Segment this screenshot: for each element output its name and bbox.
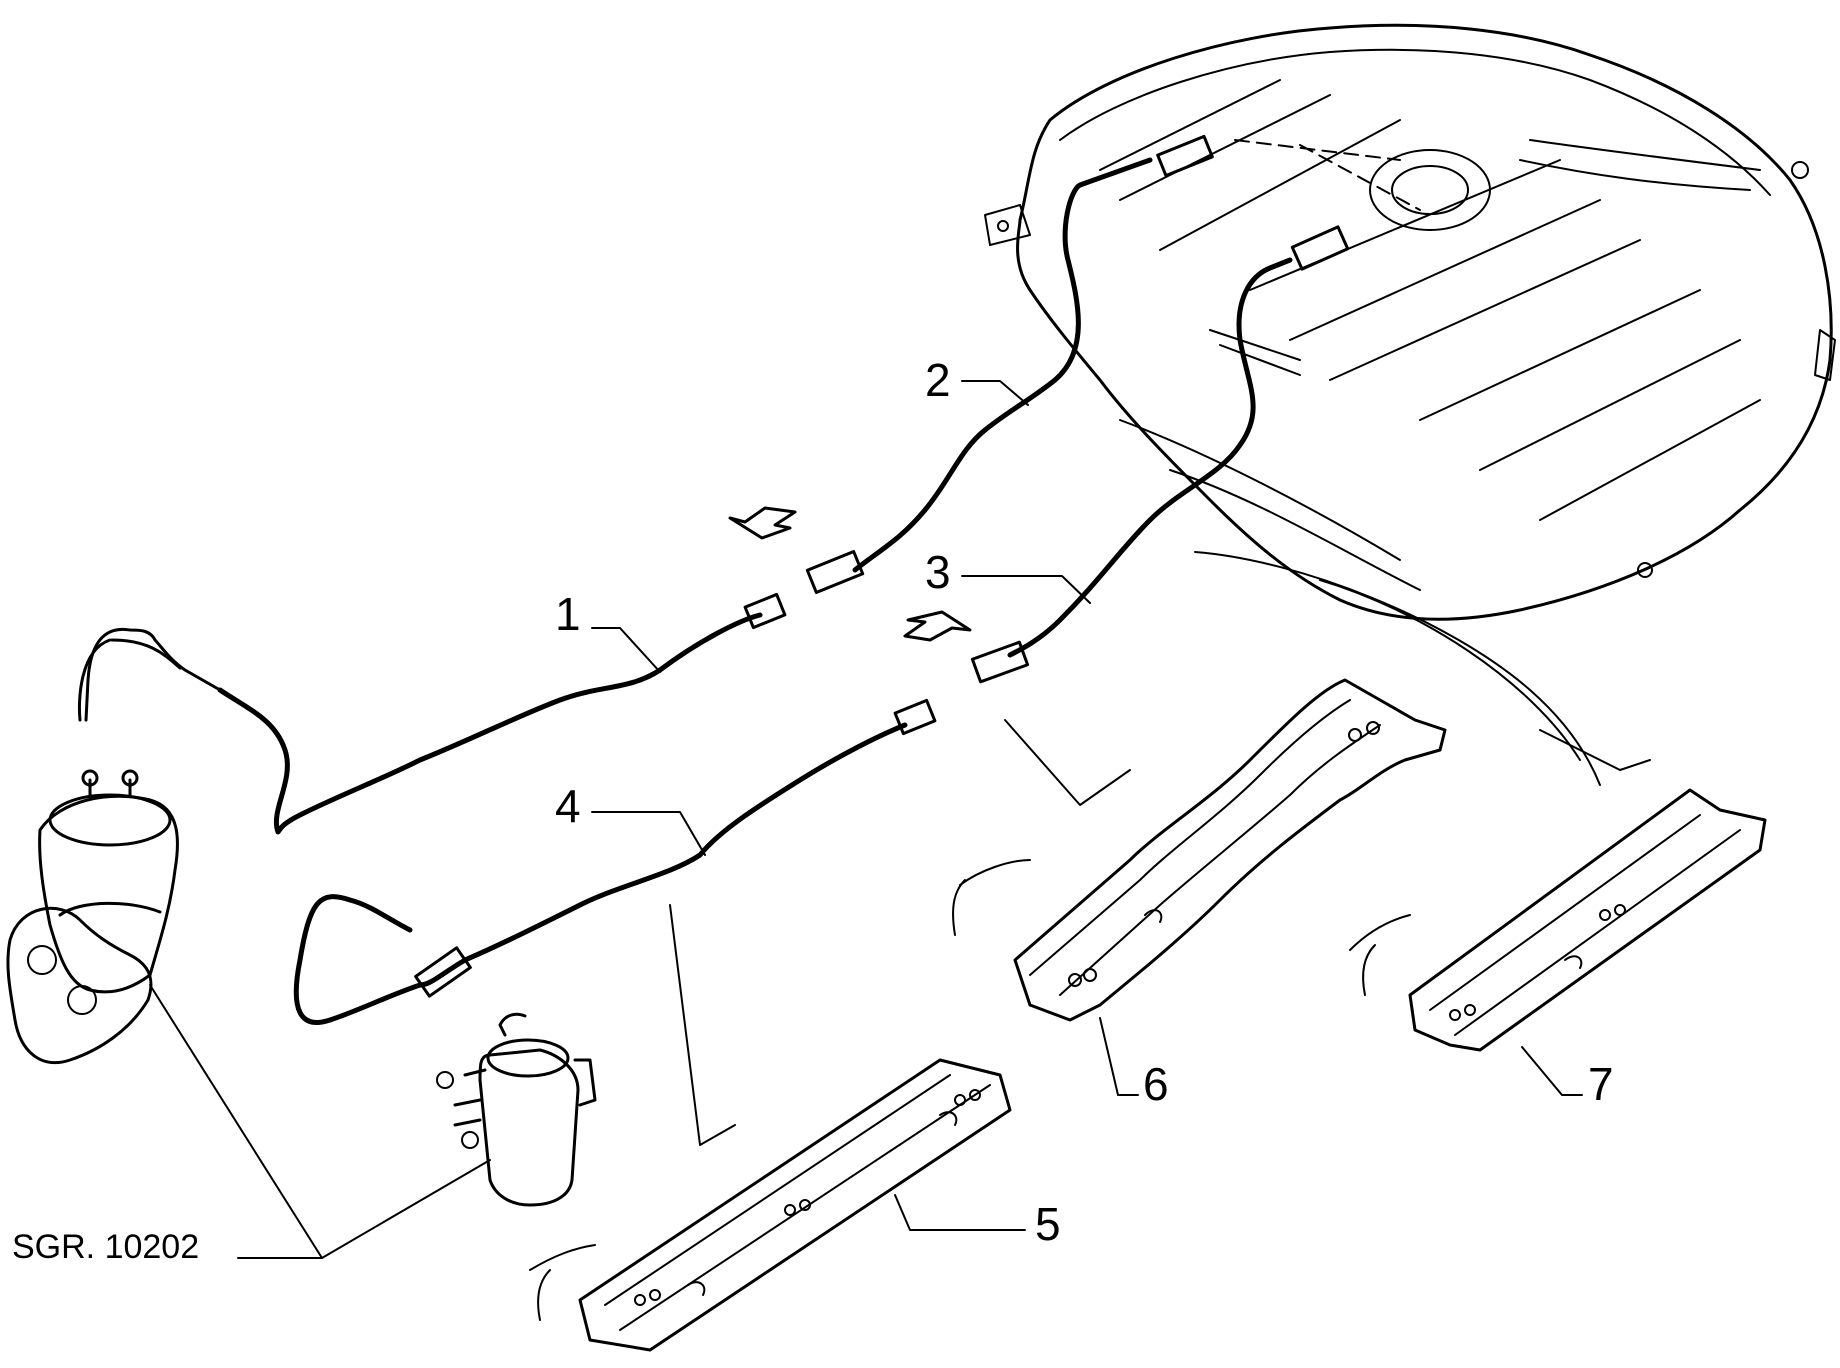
bracket-5 — [578, 1058, 1012, 1352]
fuel-line-1 — [77, 592, 787, 835]
leader-line-7 — [1521, 1046, 1583, 1096]
fuel-line-4 — [293, 698, 937, 1025]
fuel-pump — [436, 1012, 597, 1207]
leader-line-reference-pump — [321, 1159, 491, 1259]
leader-line-5-secondary — [669, 904, 736, 1146]
leader-line-3 — [961, 575, 1091, 604]
fuel-line-2 — [805, 134, 1214, 594]
flow-arrow-outgoing — [728, 506, 797, 540]
callout-labels: 1 2 3 4 5 6 7 — [555, 354, 1614, 1250]
bracket-7 — [1408, 788, 1767, 1052]
callout-7: 7 — [1588, 1058, 1614, 1110]
leader-line-4 — [591, 811, 706, 856]
leader-line-7-secondary — [1539, 729, 1651, 771]
callout-2: 2 — [925, 354, 951, 406]
callout-5: 5 — [1035, 1198, 1061, 1250]
fuel-tank — [984, 23, 1836, 621]
leader-line-1 — [591, 627, 661, 673]
callout-6: 6 — [1143, 1058, 1169, 1110]
flow-arrow-return — [903, 610, 972, 642]
fuel-filter — [6, 769, 179, 1065]
callout-1: 1 — [555, 588, 581, 640]
body-contour-lines — [529, 551, 1601, 1321]
callout-3: 3 — [925, 546, 951, 598]
fuel-line-3 — [970, 225, 1350, 684]
bracket-6 — [1013, 678, 1447, 1022]
leader-line-reference — [149, 984, 323, 1259]
leader-line-6-secondary — [1004, 719, 1131, 806]
reference-code: SGR. 10202 — [12, 1228, 199, 1266]
leader-lines — [149, 380, 1651, 1259]
callout-4: 4 — [555, 780, 581, 832]
leader-line-2 — [961, 380, 1029, 406]
leader-line-6 — [1099, 1017, 1139, 1096]
leader-line-5 — [894, 1194, 1026, 1231]
